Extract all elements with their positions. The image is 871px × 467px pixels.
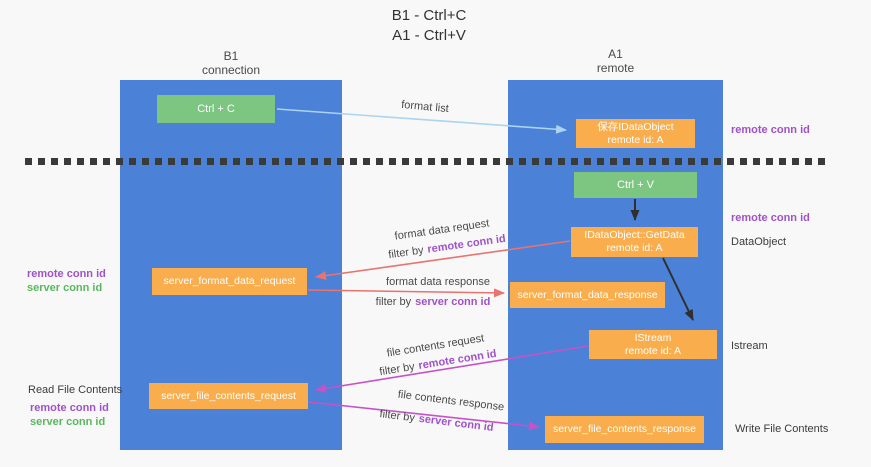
server-conn-id-token: server conn id: [415, 296, 491, 308]
filter-by-text: filter by: [387, 244, 425, 262]
filter-by-text: filter by: [378, 360, 416, 379]
dashed-divider-line: [25, 158, 831, 165]
ctrl-c-label: Ctrl + C: [197, 103, 235, 115]
node-server-file-contents-request: server_file_contents_request: [149, 383, 308, 409]
write-file-contents-label: Write File Contents: [735, 423, 829, 435]
istream-line2: remote id: A: [624, 344, 682, 357]
istream-line1: IStream: [634, 331, 672, 344]
node-save-idataobject: 保存IDataObject remote id: A: [576, 119, 695, 148]
lifeline-a1-role: remote: [596, 61, 635, 75]
bottom-left-conn-ids: remote conn id server conn id: [30, 401, 109, 429]
node-idataobject-getdata: IDataObject::GetData remote id: A: [571, 227, 698, 257]
node-server-format-data-request: server_format_data_request: [152, 268, 307, 295]
format-list-arrow-label: format list: [400, 98, 450, 116]
getdata-line2: remote id: A: [606, 242, 663, 254]
node-istream: IStream remote id: A: [589, 330, 717, 359]
diagram-title: B1 - Ctrl+C A1 - Ctrl+V: [329, 6, 529, 46]
server-file-contents-request-label: server_file_contents_request: [161, 389, 296, 402]
title-line-2: A1 - Ctrl+V: [392, 27, 466, 44]
node-server-file-contents-response: server_file_contents_response: [545, 416, 704, 443]
lifeline-header-a1: A1 remote: [508, 47, 723, 75]
istream-side-label: Istream: [731, 340, 768, 352]
mid-left-server-conn-id: server conn id: [27, 282, 103, 294]
lifeline-b1-name: B1: [223, 49, 239, 63]
ctrl-v-label: Ctrl + V: [617, 179, 654, 191]
mid-left-remote-conn-id: remote conn id: [27, 268, 106, 280]
dataobject-label: DataObject: [731, 236, 787, 248]
node-ctrl-c: Ctrl + C: [157, 95, 275, 123]
format-data-response-label: format data response: [386, 276, 490, 288]
server-format-data-response-label: server_format_data_response: [517, 288, 658, 301]
server-format-data-request-label: server_format_data_request: [163, 275, 296, 287]
node-ctrl-v: Ctrl + V: [574, 172, 697, 198]
file-contents-response-label: file contents response: [397, 388, 505, 414]
lifeline-b1-role: connection: [201, 63, 261, 77]
getdata-line1: IDataObject::GetData: [584, 229, 685, 241]
server-file-contents-response-label: server_file_contents_response: [552, 423, 696, 435]
lifeline-header-b1: B1 connection: [120, 49, 342, 77]
bottom-left-remote-conn-id: remote conn id: [30, 402, 109, 414]
read-file-contents-label: Read File Contents: [28, 384, 123, 396]
filter-by-text: filter by: [375, 296, 412, 308]
remote-conn-id-top-label: remote conn id: [731, 124, 810, 136]
filter-by-text: filter by: [378, 408, 416, 425]
save-idataobject-line1: 保存IDataObject: [597, 120, 674, 133]
server-conn-id-token: server conn id: [418, 412, 495, 434]
node-server-format-data-response: server_format_data_response: [510, 282, 665, 308]
save-idataobject-line2: remote id: A: [607, 133, 664, 146]
bottom-left-server-conn-id: server conn id: [30, 416, 106, 428]
remote-conn-id-mid-label: remote conn id: [731, 212, 810, 224]
lifeline-a1-name: A1: [608, 47, 623, 61]
title-line-1: B1 - Ctrl+C: [391, 7, 467, 24]
mid-left-conn-ids: remote conn id server conn id: [27, 267, 106, 295]
